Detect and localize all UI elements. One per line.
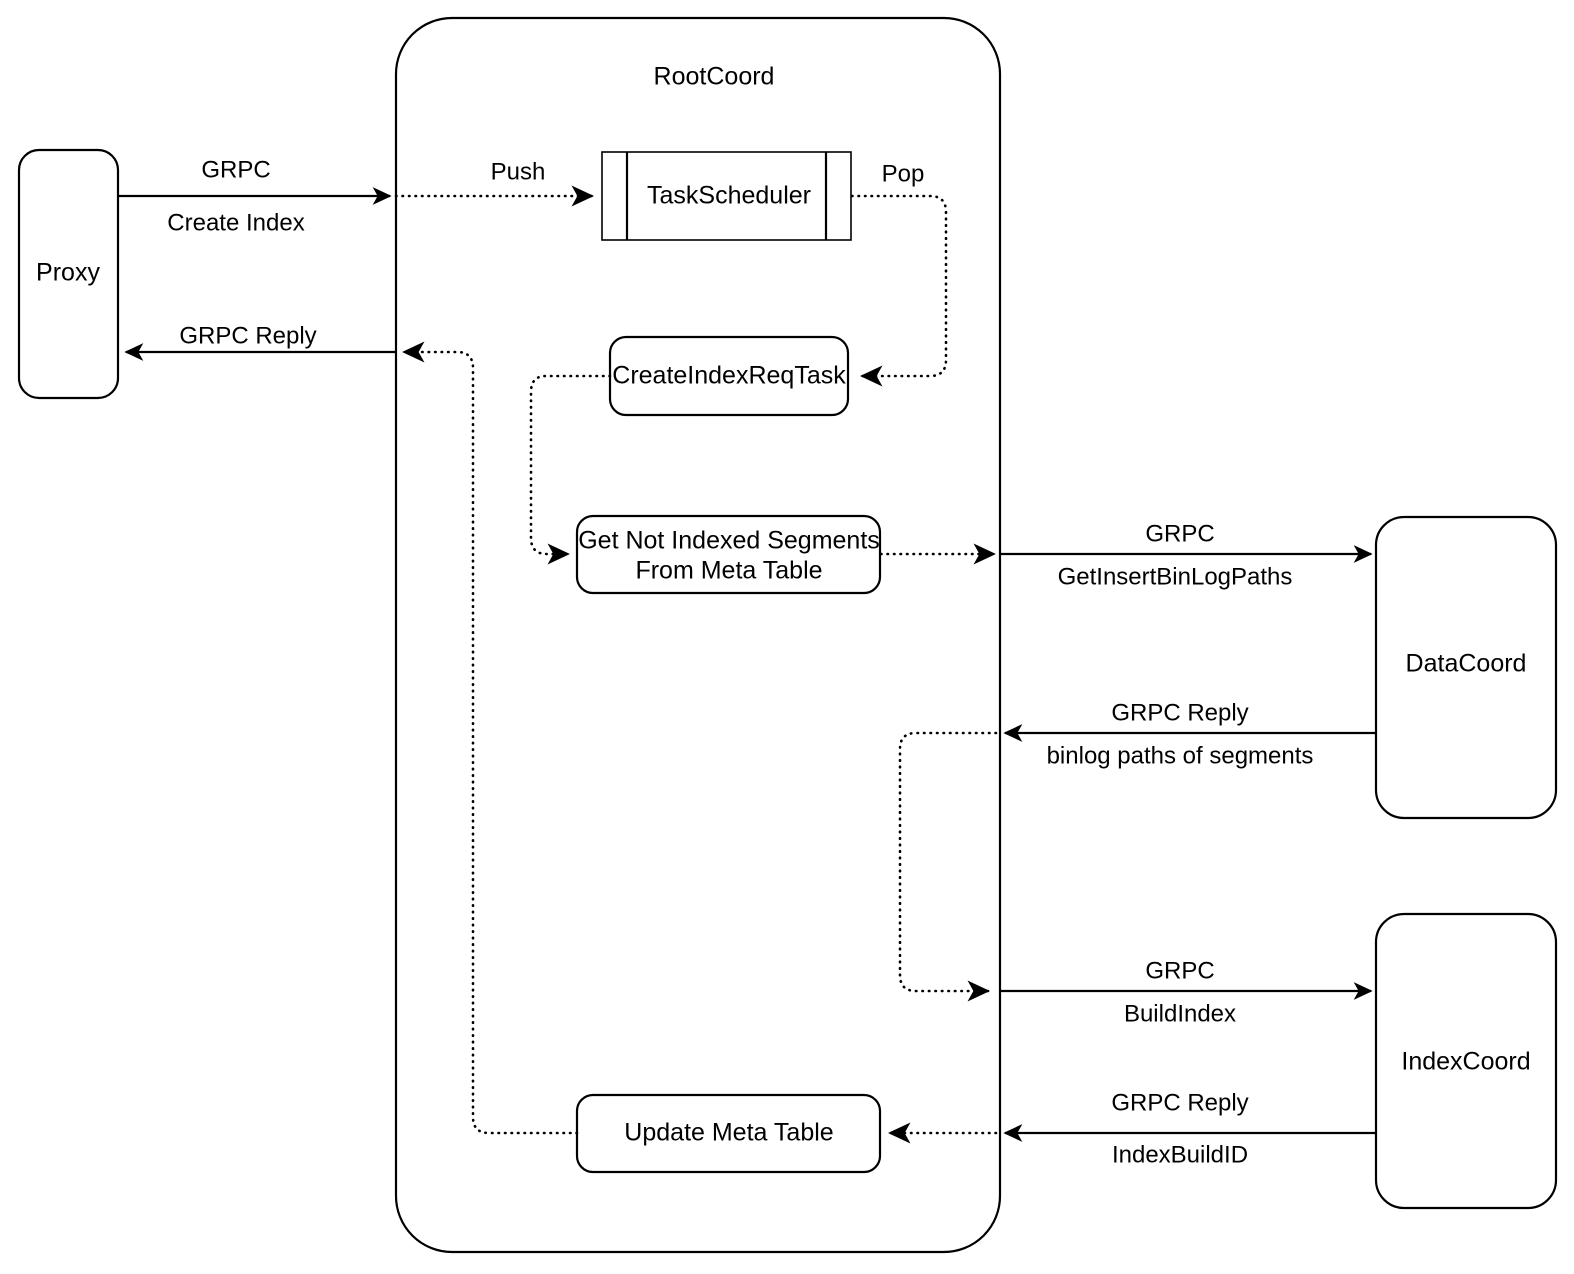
datacoord-to-rootcoord-label-2: binlog paths of segments <box>1047 742 1314 769</box>
pop-line <box>850 194 948 387</box>
datacoord-box <box>1374 515 1558 820</box>
rootcoord-to-indexcoord-label-2: BuildIndex <box>1124 1000 1236 1027</box>
edge-rootcoord-to-proxy[interactable]: GRPC Reply <box>124 322 396 361</box>
edge-indexcoord-to-rootcoord[interactable]: GRPC Reply IndexBuildID <box>1003 1089 1376 1168</box>
edge-pop-from-scheduler[interactable]: Pop <box>850 160 948 387</box>
rootcoord-to-datacoord-label-2: GetInsertBinLogPaths <box>1058 563 1293 590</box>
node-update-meta-table[interactable]: Update Meta Table <box>575 1093 882 1174</box>
rootcoord-to-datacoord-label-1: GRPC <box>1145 520 1214 547</box>
indexcoord-to-rootcoord-label-2: IndexBuildID <box>1112 1141 1248 1168</box>
node-indexcoord[interactable]: IndexCoord <box>1374 912 1558 1210</box>
create-index-req-task-label: CreateIndexReqTask <box>612 362 846 390</box>
rootcoord-to-indexcoord-label-1: GRPC <box>1145 957 1214 984</box>
indexcoord-label: IndexCoord <box>1401 1048 1530 1076</box>
node-create-index-req-task[interactable]: CreateIndexReqTask <box>608 335 850 417</box>
edge-binlog-to-buildindex[interactable] <box>898 731 998 1002</box>
edge-update-meta-to-reply[interactable] <box>402 341 579 1135</box>
task-to-segments-line <box>529 374 612 565</box>
proxy-to-rootcoord-label-1: GRPC <box>201 156 270 183</box>
get-not-indexed-segments-label-2: From Meta Table <box>635 557 822 585</box>
task-scheduler-label: TaskScheduler <box>647 182 811 210</box>
edge-rootcoord-to-indexcoord[interactable]: GRPC BuildIndex <box>1000 957 1373 1027</box>
task-scheduler-box <box>601 151 852 241</box>
indexcoord-box <box>1374 912 1558 1210</box>
push-label: Push <box>491 158 546 185</box>
rootcoord-title: RootCoord <box>654 63 775 91</box>
rootcoord-to-proxy-label-1: GRPC Reply <box>179 322 316 349</box>
indexcoord-to-rootcoord-label-1: GRPC Reply <box>1111 1089 1248 1116</box>
edge-push-to-scheduler[interactable]: Push <box>394 158 594 207</box>
get-not-indexed-segments-label-1: Get Not Indexed Segments <box>578 527 880 555</box>
edge-proxy-to-rootcoord[interactable]: GRPC Create Index <box>118 156 392 236</box>
update-meta-to-reply-line <box>402 341 579 1135</box>
rootcoord-boundary <box>394 16 1002 1254</box>
container-rootcoord[interactable]: RootCoord <box>394 16 1002 1254</box>
node-proxy[interactable]: Proxy <box>17 148 120 400</box>
node-task-scheduler[interactable]: TaskScheduler <box>601 151 852 241</box>
edge-datacoord-to-rootcoord[interactable]: GRPC Reply binlog paths of segments <box>1003 699 1376 769</box>
update-meta-table-label: Update Meta Table <box>624 1119 833 1147</box>
binlog-to-buildindex-line <box>898 731 998 1002</box>
proxy-box <box>17 148 120 400</box>
datacoord-label: DataCoord <box>1406 650 1527 678</box>
datacoord-to-rootcoord-label-1: GRPC Reply <box>1111 699 1248 726</box>
proxy-to-rootcoord-label-2: Create Index <box>167 209 304 236</box>
proxy-label: Proxy <box>36 259 100 287</box>
pop-label: Pop <box>882 160 925 187</box>
node-datacoord[interactable]: DataCoord <box>1374 515 1558 820</box>
edge-task-to-segments[interactable] <box>529 374 612 565</box>
edge-rootcoord-to-datacoord[interactable]: GRPC GetInsertBinLogPaths <box>1000 520 1373 590</box>
node-get-not-indexed-segments[interactable]: Get Not Indexed Segments From Meta Table <box>575 514 882 595</box>
